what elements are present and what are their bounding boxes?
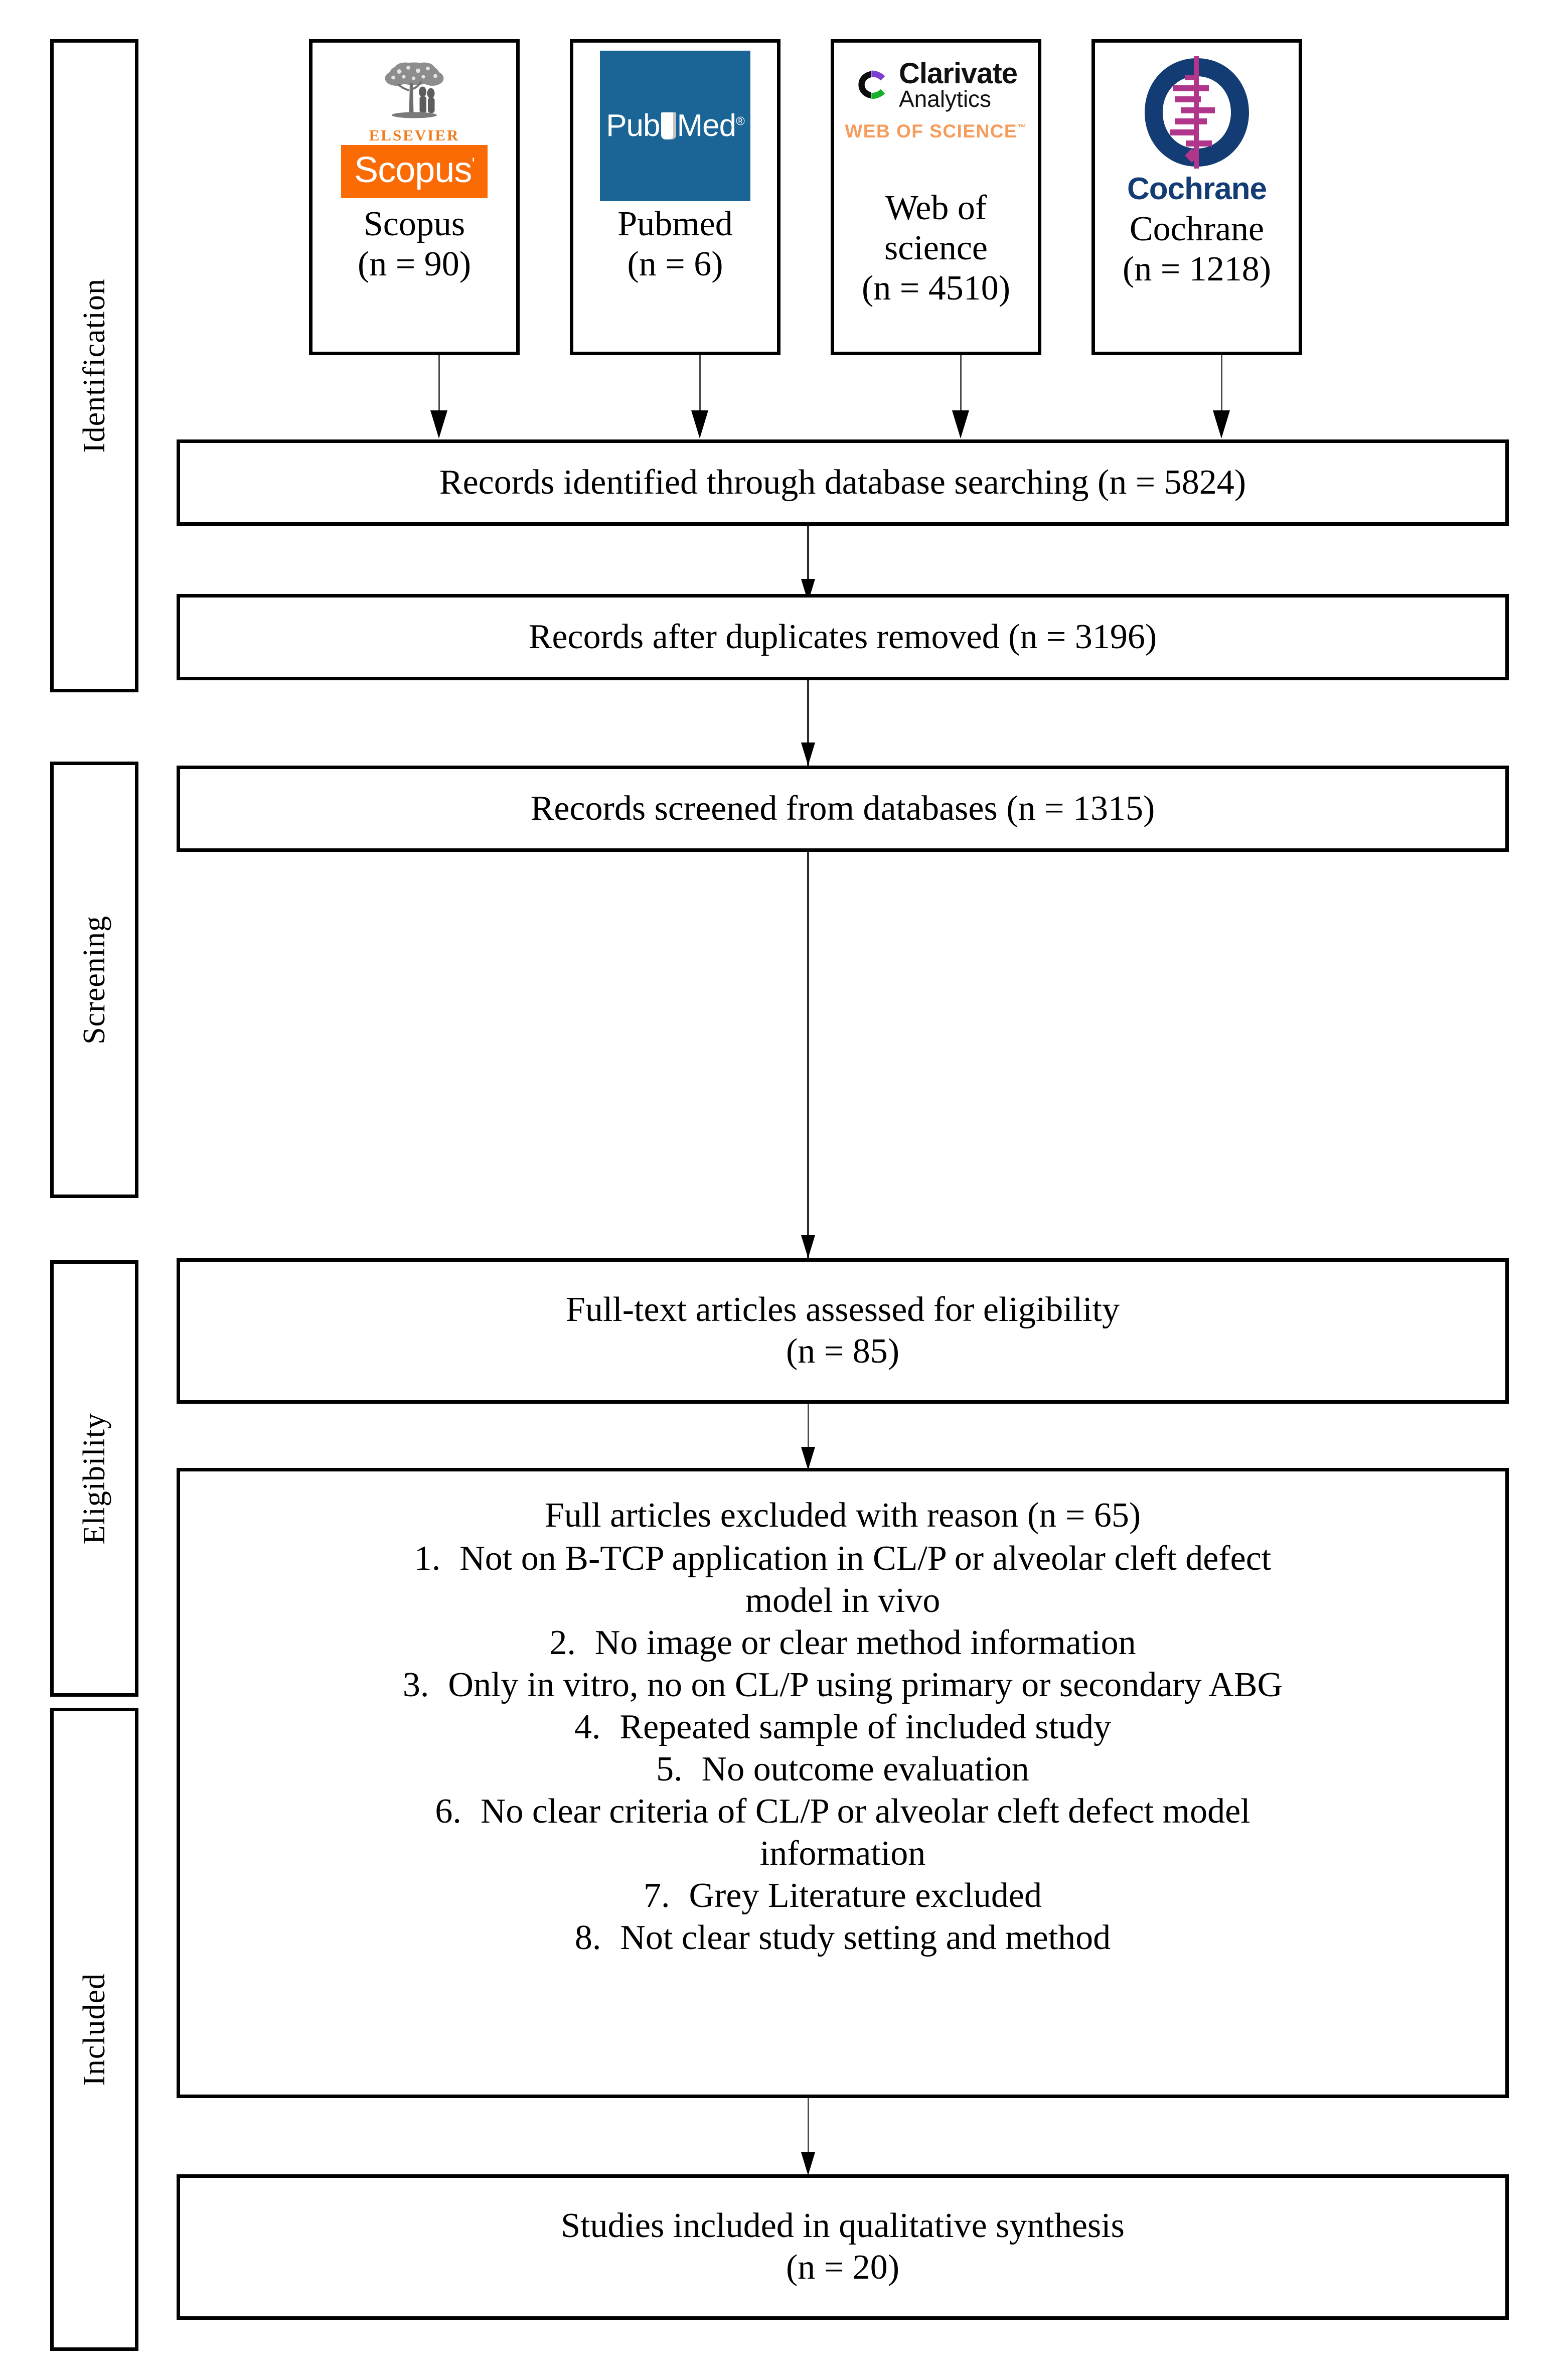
excluded-item-2-number: 2. bbox=[549, 1623, 576, 1662]
stage-label-identification: Identification bbox=[77, 278, 111, 453]
elsevier-tree-icon bbox=[385, 62, 444, 118]
connector-pubmed bbox=[699, 355, 701, 410]
excluded-item-8: 8. Not clear study setting and method bbox=[563, 1917, 1123, 1959]
database-name-web-of-science-line1: Web of bbox=[885, 189, 987, 227]
excluded-item-4-number: 4. bbox=[574, 1708, 601, 1746]
excluded-item-1-number: 1. bbox=[414, 1539, 441, 1578]
excluded-item-5-text: No outcome evaluation bbox=[701, 1750, 1029, 1789]
pubmed-book-icon bbox=[661, 112, 676, 139]
web-of-science-wordmark: WEB OF SCIENCE™ bbox=[845, 120, 1027, 141]
box-records-screened-text: Records screened from databases (n = 131… bbox=[530, 789, 1155, 828]
scopus-logo: ELSEVIER Scopus' bbox=[313, 51, 516, 201]
excluded-item-4-text: Repeated sample of included study bbox=[619, 1708, 1112, 1746]
arrowhead-included bbox=[801, 2152, 815, 2175]
arrowhead-scopus bbox=[430, 410, 447, 438]
arrowhead-cochrane bbox=[1213, 410, 1230, 438]
arrowhead-pubmed bbox=[691, 410, 708, 438]
excluded-heading: Full articles excluded with reason (n = … bbox=[544, 1496, 1141, 1535]
database-count-pubmed: (n = 6) bbox=[627, 244, 723, 283]
scopus-wordmark: Scopus' bbox=[341, 144, 488, 198]
excluded-item-3: 3. Only in vitro, no on CL/P using primar… bbox=[391, 1664, 1295, 1706]
registered-mark-icon: ® bbox=[736, 114, 745, 128]
box-records-after-duplicates-text: Records after duplicates removed (n = 31… bbox=[528, 617, 1157, 656]
web-of-science-logo: Clarivate Analytics WEB OF SCIENCE™ bbox=[834, 57, 1038, 185]
database-name-web-of-science-line2: science bbox=[884, 228, 988, 267]
excluded-item-7-number: 7. bbox=[643, 1876, 670, 1915]
box-records-screened: Records screened from databases (n = 131… bbox=[177, 766, 1509, 852]
cochrane-logo: Cochrane bbox=[1095, 51, 1299, 206]
stage-box-identification: Identification bbox=[50, 39, 138, 692]
clarivate-subtitle: Analytics bbox=[898, 85, 992, 112]
database-name-pubmed: Pubmed bbox=[617, 205, 733, 243]
connector-scopus bbox=[438, 355, 440, 410]
excluded-item-8-text: Not clear study setting and method bbox=[620, 1918, 1111, 1957]
box-excluded-with-reason: Full articles excluded with reason (n = … bbox=[177, 1468, 1509, 2098]
excluded-item-6: 6. No clear criteria of CL/P or alveolar … bbox=[423, 1791, 1262, 1833]
excluded-item-3-text: Only in vitro, no on CL/P using primary … bbox=[448, 1666, 1283, 1704]
arrowhead-fulltext bbox=[801, 1235, 815, 1258]
stage-box-included: Included bbox=[50, 1708, 138, 2351]
excluded-item-3-number: 3. bbox=[402, 1666, 429, 1704]
database-count-scopus: (n = 90) bbox=[357, 244, 472, 283]
database-name-cochrane: Cochrane bbox=[1129, 210, 1265, 248]
excluded-item-4: 4. Repeated sample of included study bbox=[562, 1706, 1123, 1748]
stage-label-eligibility: Eligibility bbox=[77, 1412, 111, 1545]
stage-label-included: Included bbox=[77, 1973, 111, 2086]
excluded-item-1-continued: model in vivo bbox=[745, 1581, 941, 1620]
arrowhead-excluded bbox=[801, 1447, 815, 1470]
arrowhead-web-of-science bbox=[952, 410, 969, 438]
connector-screened-to-fulltext bbox=[807, 852, 809, 1258]
excluded-item-1-text: Not on B-TCP application in CL/P or alve… bbox=[459, 1539, 1272, 1578]
excluded-item-5-number: 5. bbox=[656, 1750, 683, 1789]
box-studies-included-line1: Studies included in qualitative synthesi… bbox=[561, 2206, 1125, 2246]
stage-box-eligibility: Eligibility bbox=[50, 1260, 138, 1697]
box-fulltext-assessed-line2: (n = 85) bbox=[786, 1332, 900, 1371]
stage-box-screening: Screening bbox=[50, 762, 138, 1198]
excluded-item-1: 1. Not on B-TCP application in CL/P or al… bbox=[402, 1538, 1284, 1580]
connector-cochrane bbox=[1221, 355, 1222, 410]
database-count-web-of-science: (n = 4510) bbox=[861, 268, 1011, 308]
connector-excluded-to-included bbox=[808, 2098, 809, 2173]
excluded-item-6-text: No clear criteria of CL/P or alveolar cl… bbox=[480, 1792, 1251, 1831]
excluded-item-7-text: Grey Literature excluded bbox=[689, 1876, 1042, 1915]
excluded-item-5: 5. No outcome evaluation bbox=[644, 1748, 1041, 1791]
box-fulltext-assessed-line1: Full-text articles assessed for eligibil… bbox=[565, 1290, 1120, 1329]
database-card-web-of-science: Clarivate Analytics WEB OF SCIENCE™ Web … bbox=[831, 39, 1041, 355]
clarivate-wordmark: Clarivate bbox=[898, 57, 1018, 90]
excluded-item-6-continued: information bbox=[759, 1834, 926, 1873]
database-card-scopus: ELSEVIER Scopus' Scopus (n = 90) bbox=[309, 39, 520, 355]
box-records-identified-text: Records identified through database sear… bbox=[439, 463, 1246, 502]
cochrane-wordmark: Cochrane bbox=[1127, 172, 1267, 206]
excluded-item-2-text: No image or clear method information bbox=[594, 1623, 1136, 1662]
database-name-scopus: Scopus bbox=[363, 205, 465, 243]
elsevier-wordmark: ELSEVIER bbox=[369, 126, 460, 144]
arrowhead-screened bbox=[801, 742, 815, 766]
cochrane-mark-icon bbox=[1145, 56, 1249, 169]
stage-label-screening: Screening bbox=[77, 915, 111, 1045]
excluded-item-7: 7. Grey Literature excluded bbox=[632, 1875, 1054, 1917]
excluded-item-2: 2. No image or clear method information bbox=[537, 1622, 1148, 1664]
box-records-after-duplicates: Records after duplicates removed (n = 31… bbox=[177, 594, 1509, 680]
database-card-cochrane: Cochrane Cochrane (n = 1218) bbox=[1091, 39, 1302, 355]
connector-dedup-to-screened bbox=[807, 680, 809, 766]
box-fulltext-assessed: Full-text articles assessed for eligibil… bbox=[177, 1258, 1509, 1404]
box-studies-included: Studies included in qualitative synthesi… bbox=[177, 2174, 1509, 2320]
box-studies-included-line2: (n = 20) bbox=[786, 2248, 900, 2287]
clarivate-mark-icon bbox=[858, 70, 885, 99]
connector-web-of-science bbox=[960, 355, 962, 410]
database-count-cochrane: (n = 1218) bbox=[1122, 249, 1272, 288]
excluded-item-6-number: 6. bbox=[435, 1792, 461, 1831]
connector-fulltext-to-excluded bbox=[808, 1404, 809, 1468]
excluded-item-8-number: 8. bbox=[574, 1918, 601, 1957]
box-records-identified: Records identified through database sear… bbox=[177, 439, 1509, 526]
